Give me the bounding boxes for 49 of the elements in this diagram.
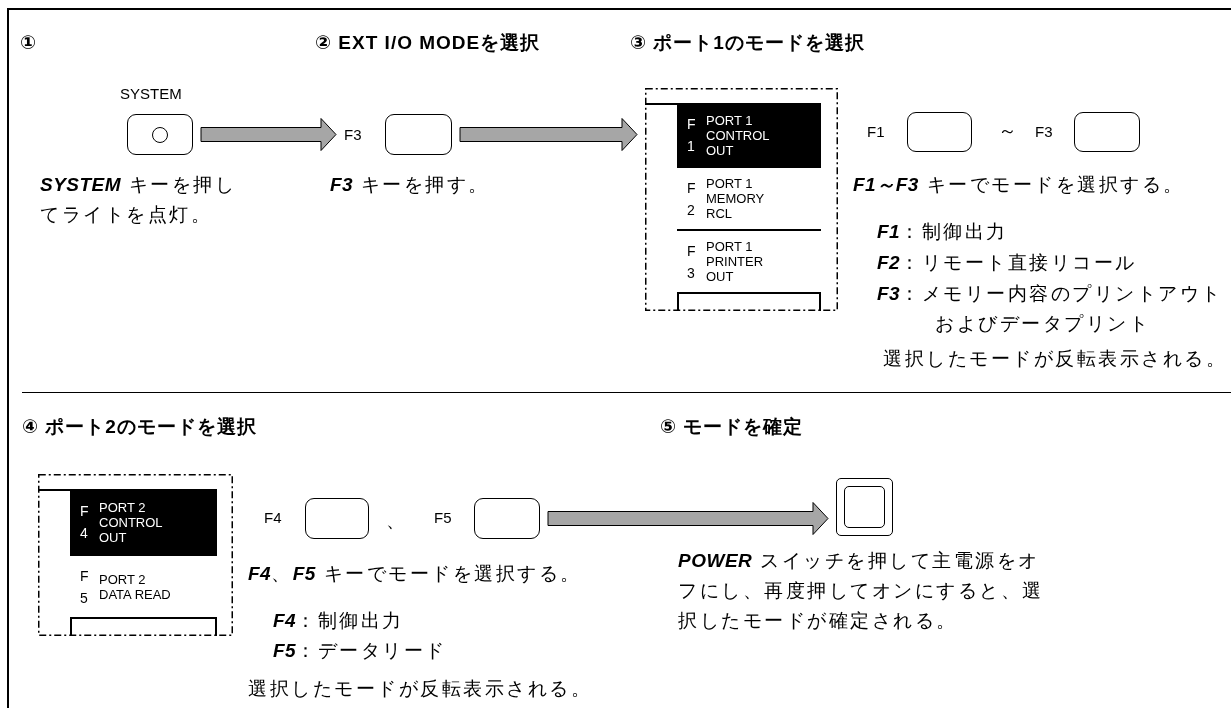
instruction-text: F3 キーを押す。 bbox=[330, 173, 490, 197]
tilde-symbol: ～ bbox=[998, 119, 1020, 143]
key-label: F3 bbox=[344, 125, 362, 145]
instruction-text: F4：制御出力 bbox=[273, 609, 404, 633]
function-key-label: F 3 bbox=[687, 241, 696, 283]
instruction-text: F4、F5 キーでモードを選択する。 bbox=[248, 562, 582, 586]
menu-option-text: PORT 1 MEMORY RCL bbox=[706, 176, 766, 221]
block-arrow bbox=[459, 118, 638, 151]
instruction-text: F2：リモート直接リコール bbox=[877, 251, 1137, 275]
step-heading: ③ ポート1のモードを選択 bbox=[630, 31, 865, 55]
instruction-text: 選択したモードが反転表示される。 bbox=[248, 677, 592, 701]
menu-item bbox=[70, 490, 217, 556]
function-key-label: F 2 bbox=[687, 178, 696, 220]
key-label: F5 bbox=[434, 508, 452, 528]
keypad-key bbox=[305, 498, 369, 539]
instruction-text: SYSTEM キーを押してライトを点灯。 bbox=[40, 173, 238, 227]
key-label: F4 bbox=[264, 508, 282, 528]
block-arrow bbox=[547, 502, 829, 535]
keypad-key bbox=[1074, 112, 1140, 152]
instruction-text: F3：メモリー内容のプリントアウトおよびデータプリント bbox=[877, 282, 1224, 336]
step-heading: ① bbox=[20, 31, 38, 55]
instruction-text: F1：制御出力 bbox=[877, 220, 1008, 244]
keypad-key bbox=[474, 498, 540, 539]
keypad-key bbox=[127, 114, 193, 155]
key-label: F1 bbox=[867, 122, 885, 142]
function-key-label: F 1 bbox=[687, 115, 696, 156]
step-heading: ④ ポート2のモードを選択 bbox=[22, 415, 257, 439]
menu-option-text: PORT 1 PRINTER OUT bbox=[706, 239, 765, 284]
function-key-label: F 4 bbox=[80, 502, 89, 543]
display-screen bbox=[645, 88, 838, 311]
power-switch bbox=[836, 478, 893, 536]
step-heading: ② EXT I/O MODEを選択 bbox=[315, 31, 541, 55]
key-label: SYSTEM bbox=[120, 84, 182, 104]
key-label: F3 bbox=[1035, 122, 1053, 142]
menu-option-text: PORT 1 CONTROL OUT bbox=[706, 112, 771, 158]
instruction-text: POWER スイッチを押して主電源をオフにし、再度押してオンにすると、選択したモードが確定される。 bbox=[678, 549, 1045, 633]
keypad-key bbox=[907, 112, 972, 152]
menu-item bbox=[677, 104, 821, 168]
display-screen bbox=[38, 474, 233, 636]
menu-option-text: PORT 2 DATA READ bbox=[99, 571, 171, 602]
menu-option-text: PORT 2 CONTROL OUT bbox=[99, 499, 164, 545]
instruction-text: F5：データリード bbox=[273, 639, 447, 663]
function-key-label: F 5 bbox=[80, 566, 89, 608]
keypad-key bbox=[385, 114, 452, 155]
step-heading: ⑤ モードを確定 bbox=[660, 415, 804, 439]
comma-symbol: 、 bbox=[386, 509, 408, 533]
instruction-text: 選択したモードが反転表示される。 bbox=[883, 347, 1227, 371]
instruction-text: F1～F3 キーでモードを選択する。 bbox=[853, 173, 1185, 197]
block-arrow bbox=[200, 118, 337, 151]
